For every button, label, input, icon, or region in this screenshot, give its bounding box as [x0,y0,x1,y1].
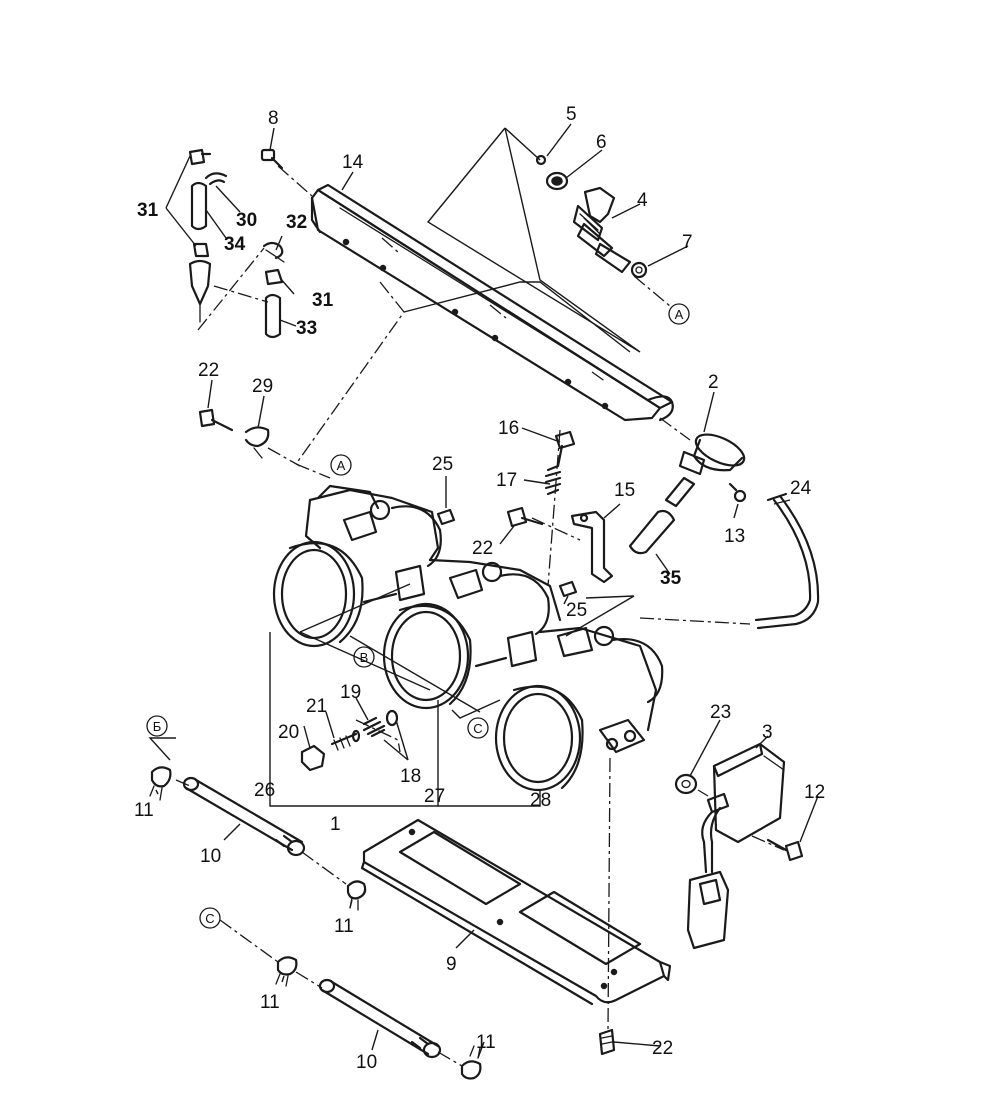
label-13: 13 [724,526,745,547]
hose-34 [190,181,208,231]
label-15: 15 [614,480,635,501]
washer-18 [351,709,399,743]
fuel-filter [188,259,212,323]
svg-text:C: C [205,911,214,926]
label-35: 35 [660,568,682,589]
label-20: 20 [278,722,299,743]
label-1: 1 [330,814,341,835]
screw-22-bottom [598,1028,616,1056]
vacuum-hose-24 [754,492,820,630]
label-26: 26 [254,780,275,801]
label-27: 27 [424,786,445,807]
group-brackets [269,127,641,807]
clamp-11-a [149,766,172,801]
label-11-d: 11 [476,1032,496,1053]
label-31-right: 31 [312,290,334,311]
svg-text:A: A [675,307,684,322]
pin-25-a [436,508,456,526]
label-33: 33 [296,318,317,339]
label-10-lower: 10 [356,1052,377,1073]
clip-32 [262,241,285,263]
label-30: 30 [236,210,257,231]
screw-22-mid [506,506,544,528]
label-3: 3 [762,722,773,743]
label-28: 28 [530,790,551,811]
label-17: 17 [496,470,517,491]
label-6: 6 [596,132,607,153]
label-10-upper: 10 [200,846,221,867]
screw-22-left [198,408,234,432]
throttle-position-sensor [686,742,786,950]
label-29: 29 [252,376,273,397]
label-22-mid: 22 [472,538,493,559]
label-21: 21 [306,696,327,717]
hose-10-lower [318,978,442,1059]
label-5: 5 [566,104,577,125]
label-12: 12 [804,782,825,803]
svg-text:C: C [473,721,482,736]
bracket-15 [570,510,614,584]
label-22-left: 22 [198,360,219,381]
part-labels: 5 6 4 7 8 14 31 30 34 32 31 33 2 24 13 3… [134,104,825,1073]
hose-10-upper [182,776,306,857]
label-32: 32 [286,212,307,233]
label-9: 9 [446,954,457,975]
throttle-body-1 [272,484,664,792]
label-34: 34 [224,234,246,255]
label-25-top: 25 [432,454,453,475]
hose-clamp-31-low [264,268,284,286]
hose-clamp-31-top [188,148,212,166]
label-22-bottom: 22 [652,1038,673,1059]
label-18: 18 [400,766,421,787]
spring-17 [544,464,562,496]
label-25-mid: 25 [566,600,587,621]
ref-b-hose: Б [146,715,168,737]
spring-19 [362,716,386,738]
hose-33 [264,293,282,339]
label-2: 2 [708,372,719,393]
fuel-rail [310,183,674,422]
svg-text:Б: Б [153,719,162,734]
label-16: 16 [498,418,519,439]
ref-a-injector: A [668,303,690,325]
label-7: 7 [682,232,693,253]
label-14: 14 [342,152,364,173]
base-plate-9 [360,818,672,1006]
clamp-11-c [275,956,298,987]
hose-clamp-31-mid [192,242,210,258]
label-11-a: 11 [134,800,154,821]
screw-8 [260,148,284,170]
ref-a-throttle: A [330,454,352,476]
clamp-29 [244,426,270,459]
nut-20 [300,744,326,772]
ref-c-hose: C [199,907,221,929]
label-19: 19 [340,682,361,703]
leader-lines [148,123,819,1059]
injector-seal-7 [630,261,648,279]
washer-23 [674,773,698,795]
label-23: 23 [710,702,731,723]
svg-text:A: A [337,458,346,473]
pin-25-b [558,580,578,598]
label-24: 24 [790,478,812,499]
pressure-regulator [664,433,746,508]
svg-text:B: B [360,650,369,665]
ref-b-throttle: B [353,646,375,668]
label-11-b: 11 [334,916,354,937]
label-8: 8 [268,108,279,129]
assembly-lines [175,165,785,1067]
clip-30 [204,172,228,186]
label-31-left: 31 [137,200,159,221]
screw-13 [728,482,747,503]
label-4: 4 [637,190,648,211]
injector-grommet-6 [545,171,569,191]
fuel-injector [572,186,632,274]
hose-35 [628,509,676,555]
label-11-c: 11 [260,992,280,1013]
ref-c-throttle: C [467,717,489,739]
screw-12 [766,838,804,862]
bolt-16 [554,430,576,468]
injector-o-ring-5 [535,154,547,166]
